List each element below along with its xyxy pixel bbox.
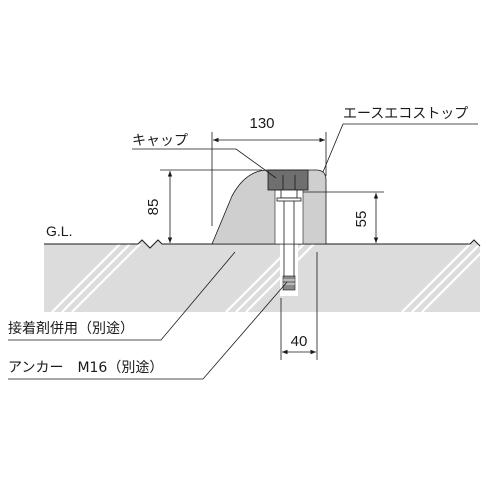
dimension-width-label: 130 <box>249 115 274 132</box>
anchor-tip <box>282 275 296 291</box>
label-product: エースエコストップ <box>343 106 468 122</box>
ground-slab <box>44 239 481 312</box>
dimension-spacing <box>280 252 318 360</box>
leader-adhesive <box>8 251 236 341</box>
label-anchor: アンカー M16（別途） <box>8 359 163 376</box>
anchor-nut <box>280 189 298 199</box>
dimension-height <box>160 169 262 243</box>
dimension-height-label: 85 <box>145 199 162 216</box>
anchor-bolt <box>276 175 302 291</box>
dimension-width <box>211 132 327 226</box>
label-ground-line: G.L. <box>46 223 72 239</box>
dimension-spacing-label: 40 <box>291 333 308 350</box>
label-adhesive: 接着剤併用（別途） <box>8 320 134 337</box>
cap <box>267 169 309 191</box>
ground-line <box>44 239 481 249</box>
dimension-depth <box>303 191 384 243</box>
label-cap: キャップ <box>132 133 188 149</box>
leader-cap <box>132 148 277 179</box>
dimension-depth-label: 55 <box>353 211 370 228</box>
leader-anchor <box>8 281 288 380</box>
leader-product <box>322 123 478 173</box>
anchor-washer <box>276 197 302 202</box>
